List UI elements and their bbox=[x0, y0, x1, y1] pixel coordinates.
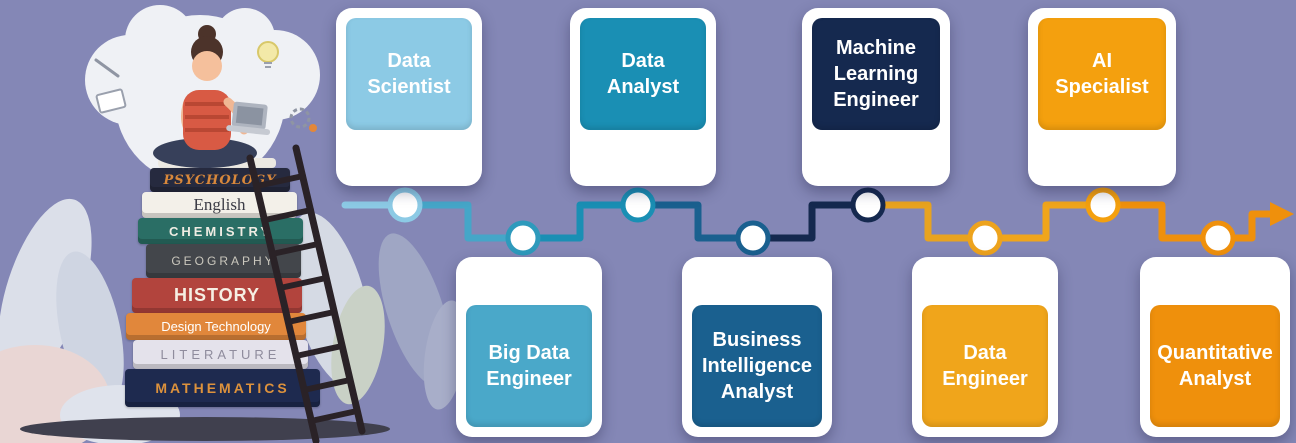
connector-segment bbox=[1214, 210, 1274, 242]
connector-segment bbox=[401, 201, 527, 242]
connector-node bbox=[1085, 187, 1121, 223]
card-fill: Data Engineer bbox=[922, 305, 1048, 427]
connector-segment bbox=[864, 201, 989, 242]
card-fill: Quantitative Analyst bbox=[1150, 305, 1280, 427]
card-fill: Business Intelligence Analyst bbox=[692, 305, 822, 427]
career-card-data-engineer: Data Engineer bbox=[912, 257, 1058, 437]
connector-segment bbox=[981, 201, 1107, 242]
connector-node bbox=[505, 220, 541, 256]
book-label: LITERATURE bbox=[160, 347, 281, 362]
notebook-doodle-icon bbox=[94, 58, 127, 114]
top-book-edge bbox=[158, 158, 276, 168]
connector-node bbox=[387, 187, 423, 223]
card-fill: Big Data Engineer bbox=[466, 305, 592, 427]
book-spine: MATHEMATICS bbox=[125, 369, 320, 407]
book-label: PSYCHOLOGY bbox=[163, 172, 277, 188]
card-fill: AI Specialist bbox=[1038, 18, 1166, 130]
connector-segment bbox=[1099, 201, 1222, 242]
connector-node bbox=[620, 187, 656, 223]
book-spine: English bbox=[142, 192, 297, 218]
book-label: MATHEMATICS bbox=[155, 380, 290, 396]
career-card-big-data-engineer: Big Data Engineer bbox=[456, 257, 602, 437]
career-card-data-scientist: Data Scientist bbox=[336, 8, 482, 186]
connector-segment bbox=[634, 201, 757, 242]
connector-node bbox=[850, 187, 886, 223]
book-spine: LITERATURE bbox=[133, 340, 308, 369]
career-card-quantitative-analyst: Quantitative Analyst bbox=[1140, 257, 1290, 437]
thought-cloud bbox=[85, 5, 320, 185]
card-label: Business Intelligence Analyst bbox=[701, 329, 813, 403]
card-label: Big Data Engineer bbox=[486, 342, 572, 390]
career-card-ai-specialist: AI Specialist bbox=[1028, 8, 1176, 186]
card-label: Data Scientist bbox=[367, 50, 451, 98]
gear-icon bbox=[289, 107, 317, 132]
book-label: English bbox=[193, 195, 246, 214]
connector-node bbox=[967, 220, 1003, 256]
card-label: Machine Learning Engineer bbox=[833, 37, 919, 111]
person-illustration bbox=[153, 25, 271, 168]
book-label: CHEMISTRY bbox=[168, 223, 273, 239]
connector-node bbox=[735, 220, 771, 256]
career-card-data-analyst: Data Analyst bbox=[570, 8, 716, 186]
lightbulb-icon bbox=[257, 41, 279, 68]
card-fill: Data Scientist bbox=[346, 18, 472, 130]
card-fill: Data Analyst bbox=[580, 18, 706, 130]
laptop-icon bbox=[226, 101, 271, 136]
connector-segment bbox=[749, 201, 872, 242]
book-spine: Design Technology bbox=[126, 313, 306, 340]
book-spine: HISTORY bbox=[132, 278, 302, 313]
card-label: AI Specialist bbox=[1055, 50, 1149, 98]
card-fill: Machine Learning Engineer bbox=[812, 18, 940, 130]
card-label: Quantitative Analyst bbox=[1157, 342, 1273, 390]
ground-shadow bbox=[20, 417, 390, 441]
book-label: HISTORY bbox=[173, 285, 260, 305]
book-label: Design Technology bbox=[161, 319, 271, 334]
connector-node bbox=[1200, 220, 1236, 256]
career-card-business-intelligence-analyst: Business Intelligence Analyst bbox=[682, 257, 832, 437]
book-spine: GEOGRAPHY bbox=[146, 244, 301, 278]
book-spine: PSYCHOLOGY bbox=[150, 168, 290, 192]
card-label: Data Engineer bbox=[942, 342, 1028, 390]
book-spine: CHEMISTRY bbox=[138, 218, 303, 244]
card-label: Data Analyst bbox=[606, 50, 680, 98]
career-card-machine-learning-engineer: Machine Learning Engineer bbox=[802, 8, 950, 186]
connector-segment bbox=[519, 201, 642, 242]
book-label: GEOGRAPHY bbox=[171, 254, 276, 268]
arrowhead-icon bbox=[1270, 202, 1294, 226]
